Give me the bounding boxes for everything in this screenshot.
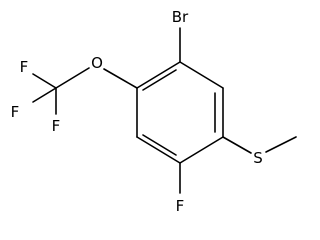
atom-label-fluorine-top: F (20, 58, 29, 76)
ring-bond-c3-c4 (179, 136, 224, 164)
ring-bond-c4-c5 (136, 136, 181, 164)
molecule-structure: Br O F F F S F (11, 8, 297, 215)
ring-bond-c1-c2 (179, 61, 224, 89)
ring-double-bond-c6-c1 (142, 69, 177, 91)
ring-bond-c6-c1 (136, 61, 181, 89)
bond-c3-s (222, 136, 252, 154)
bond-o-cf3 (55, 67, 90, 89)
bond-cf3-f-top (32, 73, 57, 89)
atom-label-fluorine-left: F (11, 103, 20, 121)
atom-label-bromine: Br (172, 8, 189, 26)
bond-s-ch3 (265, 136, 297, 153)
atom-label-fluorine-bottom: F (52, 117, 61, 135)
atom-label-sulfur: S (253, 149, 263, 167)
atom-label-fluorine-ring: F (176, 197, 185, 215)
bond-cf3-f-left (32, 87, 57, 103)
atom-label-oxygen: O (91, 54, 103, 72)
ring-double-bond-c4-c5 (142, 134, 177, 156)
bond-c6-o (103, 68, 138, 89)
